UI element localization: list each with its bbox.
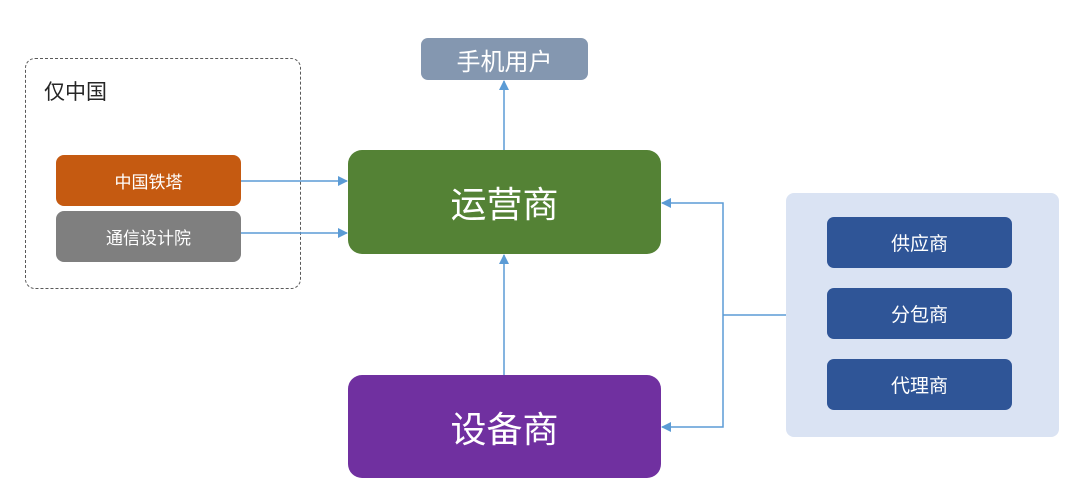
node-equipment-vendor[interactable]: 设备商 <box>348 375 661 478</box>
node-label: 供应商 <box>890 233 948 255</box>
node-label: 分包商 <box>890 304 948 326</box>
node-label: 通信设计院 <box>106 229 191 249</box>
node-operator[interactable]: 运营商 <box>348 150 661 254</box>
node-label: 代理商 <box>890 375 948 397</box>
node-label: 设备商 <box>450 409 559 451</box>
node-agent[interactable]: 代理商 <box>827 359 1012 410</box>
china-only-region <box>25 58 301 289</box>
node-label: 运营商 <box>450 185 559 226</box>
node-china-tower[interactable]: 中国铁塔 <box>56 155 241 206</box>
region-label: 仅中国 <box>44 80 107 104</box>
node-subcontractor[interactable]: 分包商 <box>827 288 1012 339</box>
node-mobile-users[interactable]: 手机用户 <box>421 38 588 80</box>
edge-partners-to-operator <box>661 198 724 315</box>
node-label: 手机用户 <box>456 47 553 76</box>
node-supplier[interactable]: 供应商 <box>827 217 1012 268</box>
node-design-institute[interactable]: 通信设计院 <box>56 211 241 262</box>
edge-partners-to-vendor <box>661 315 724 432</box>
node-label: 中国铁塔 <box>114 173 183 193</box>
